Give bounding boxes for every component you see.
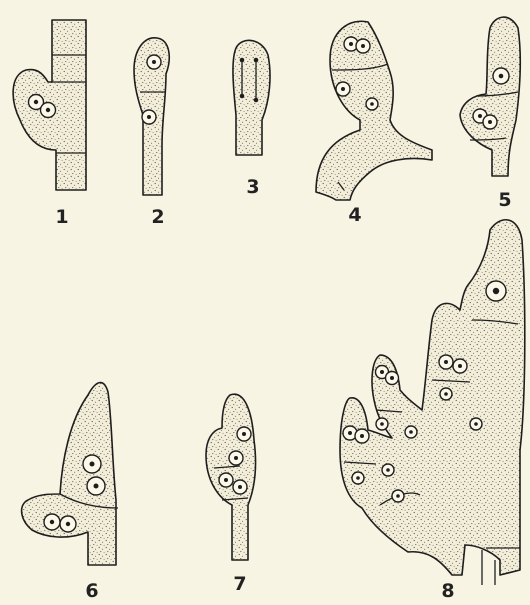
- figure-5: [460, 17, 520, 176]
- figure-label-1: 1: [55, 206, 68, 228]
- figure-8: [340, 220, 525, 585]
- figure-label-8: 8: [441, 580, 454, 602]
- figure-label-5: 5: [498, 189, 511, 211]
- figure-label-6: 6: [85, 580, 98, 602]
- figure-3: [233, 40, 270, 155]
- figure-label-4: 4: [348, 204, 361, 226]
- figure-6: [22, 383, 118, 565]
- figure-1: [13, 20, 86, 190]
- figure-4: [316, 21, 432, 200]
- figure-2: [134, 38, 169, 195]
- figure-label-7: 7: [233, 573, 246, 595]
- figure-7: [206, 394, 256, 560]
- figure-label-2: 2: [151, 206, 164, 228]
- figure-label-3: 3: [246, 176, 259, 198]
